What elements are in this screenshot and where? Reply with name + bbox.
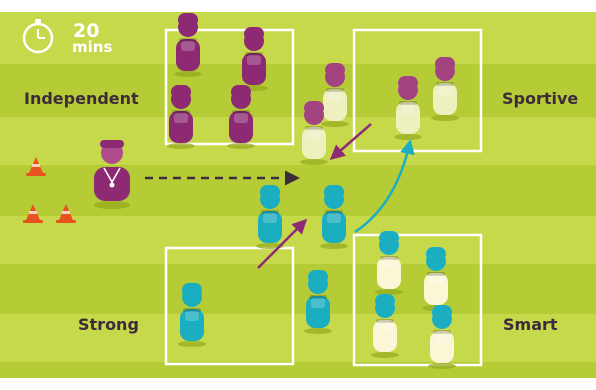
- zone-box-independent: [164, 28, 295, 146]
- zone-label-smart: Smart: [503, 315, 558, 334]
- zone-label-independent: Independent: [24, 89, 139, 108]
- purple-arrow: [329, 123, 372, 160]
- zone-label-sportive: Sportive: [502, 89, 579, 108]
- zone-label-strong: Strong: [78, 315, 139, 334]
- coach-figure: [94, 140, 130, 209]
- zone-box-sportive: [352, 28, 483, 153]
- timer-value: 20: [73, 20, 100, 42]
- timer-unit: mins: [72, 38, 113, 56]
- teal-arrow-to-sportive: [354, 139, 415, 234]
- stopwatch-icon: [22, 19, 54, 54]
- teal-arrow-to-middle: [257, 218, 308, 269]
- zone-box-smart: [352, 233, 483, 367]
- zone-box-strong: [164, 246, 295, 366]
